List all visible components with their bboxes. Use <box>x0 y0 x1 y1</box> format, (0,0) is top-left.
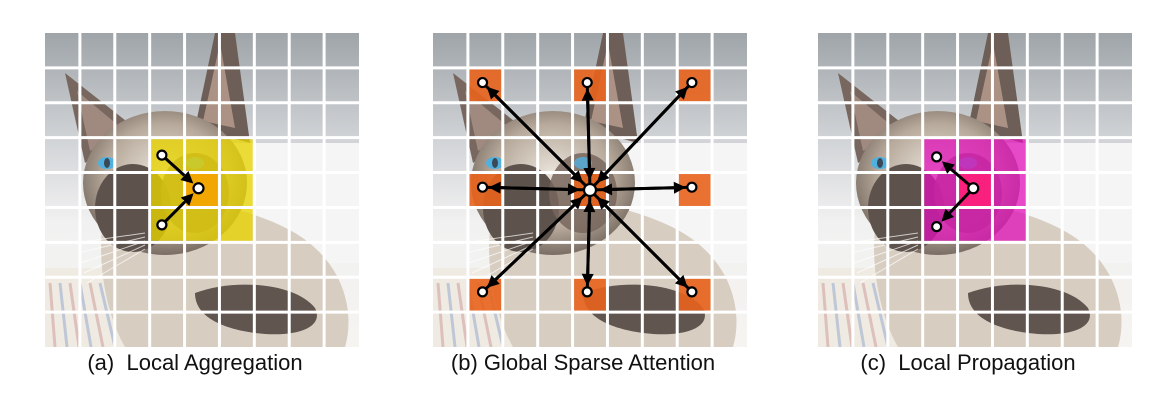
node-point <box>156 149 168 161</box>
panel-image-local-propagation <box>818 33 1132 347</box>
center-node <box>967 182 980 195</box>
node-point <box>686 76 698 89</box>
caption-local-propagation: (c) Local Propagation <box>860 350 1076 375</box>
center-node <box>192 182 205 195</box>
center-node <box>582 182 598 198</box>
arrow-in-bottom <box>164 193 194 223</box>
arrow-in-0 <box>485 85 583 183</box>
arrow-out-top <box>941 161 971 187</box>
arrow-in-2 <box>596 85 690 183</box>
patch-grid <box>45 33 359 347</box>
node-point <box>581 286 593 298</box>
panel-image-local-aggregation <box>45 33 359 347</box>
arrow-in-4 <box>599 183 687 196</box>
node-point <box>476 76 489 89</box>
node-point <box>156 219 168 231</box>
patch-grid <box>818 33 1132 347</box>
arrow-out-bottom <box>941 190 971 222</box>
arrow-in-6 <box>583 199 596 287</box>
node-point <box>931 221 943 233</box>
arrow-in-3 <box>487 183 581 196</box>
caption-global-sparse-attention: (b) Global Sparse Attention <box>450 350 716 375</box>
cat-photo <box>818 33 1132 347</box>
arrow-in-5 <box>485 196 583 290</box>
node-point <box>686 181 698 193</box>
caption-local-aggregation: (a) Local Aggregation <box>87 350 303 375</box>
node-point <box>476 181 489 193</box>
node-point <box>686 286 698 298</box>
node-point <box>581 76 593 89</box>
panel-image-global-sparse-attention <box>433 33 747 347</box>
node-point <box>476 286 489 298</box>
panel-global-sparse-attention: (b) Global Sparse Attention <box>393 0 773 401</box>
panel-local-propagation: (c) Local Propagation <box>778 0 1157 401</box>
arrow-in-7 <box>597 197 690 290</box>
node-point <box>931 151 943 163</box>
arrow-in-1 <box>583 87 596 181</box>
arrow-in-top <box>164 157 194 184</box>
panel-local-aggregation: (a) Local Aggregation <box>5 0 385 401</box>
